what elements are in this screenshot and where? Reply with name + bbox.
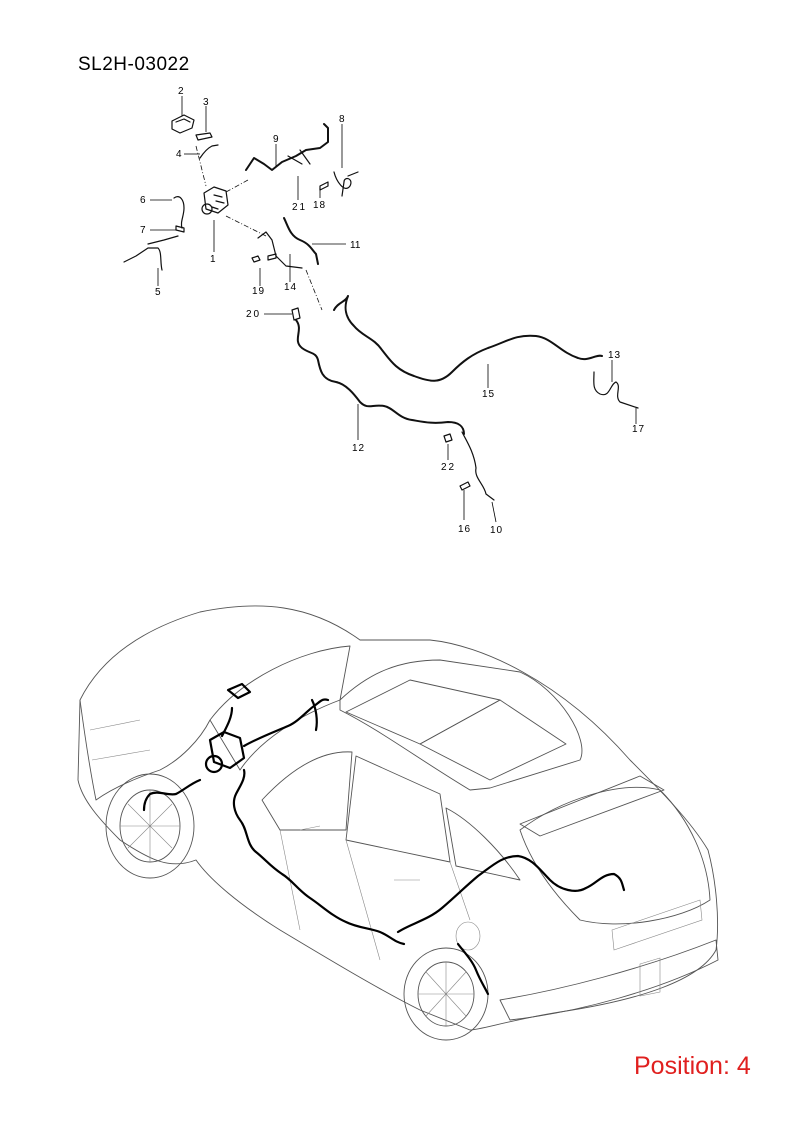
car-rear-quarter-window xyxy=(445,807,521,881)
part-10-harness xyxy=(461,431,495,501)
car-side-window-front xyxy=(261,751,353,831)
exploded-parts xyxy=(123,114,639,501)
part-19-clip xyxy=(251,253,277,263)
callout-10: 10 xyxy=(490,525,503,536)
assembly-lines xyxy=(195,145,323,311)
callout-11: 11 xyxy=(350,240,361,251)
callout-20: 20 xyxy=(246,309,261,320)
part-15-harness xyxy=(333,295,603,382)
callout-7: 7 xyxy=(140,225,146,236)
callout-16: 16 xyxy=(458,524,471,535)
car-roof xyxy=(339,659,583,791)
position-label: Position: 4 xyxy=(634,1052,751,1080)
callout-18: 18 xyxy=(313,200,326,211)
car-sunroof-rear xyxy=(419,699,567,781)
part-3-bracket xyxy=(195,132,213,141)
rear-wheel xyxy=(403,947,489,1041)
callout-5: 5 xyxy=(155,287,161,298)
diagram-code: SL2H-03022 xyxy=(78,54,190,75)
car-sunroof-front xyxy=(345,679,501,745)
part-6-harness xyxy=(173,196,185,229)
vehicle-harness xyxy=(142,682,626,996)
callout-3: 3 xyxy=(203,97,209,108)
callout-4: 4 xyxy=(176,149,182,160)
callout-9: 9 xyxy=(273,134,279,145)
callout-8: 8 xyxy=(339,114,345,125)
callout-labels: 2 3 4 1 6 7 5 8 9 21 18 11 19 14 20 12 1… xyxy=(140,86,645,536)
callout-12: 12 xyxy=(352,443,365,454)
part-14-harness xyxy=(257,231,303,269)
part-13-harness xyxy=(593,371,639,409)
leader-lines xyxy=(150,96,637,523)
part-22-grommet xyxy=(443,433,453,443)
callout-15: 15 xyxy=(482,389,495,400)
callout-6: 6 xyxy=(140,195,146,206)
part-11-harness xyxy=(283,217,319,265)
callout-2: 2 xyxy=(178,86,184,97)
part-12-harness xyxy=(295,319,465,435)
car-side-window-rear xyxy=(345,755,451,863)
callout-21: 21 xyxy=(292,202,307,213)
part-2-module xyxy=(171,114,195,134)
car-windshield xyxy=(209,645,351,771)
car-rear-bumper xyxy=(499,939,719,1021)
part-9-harness xyxy=(245,123,329,171)
part-5-harness xyxy=(123,235,179,271)
car-rear-hatch xyxy=(519,786,711,925)
callout-22: 22 xyxy=(441,462,456,473)
part-18-clip xyxy=(319,171,359,191)
part-7-clip xyxy=(175,225,185,233)
part-1-abs-unit xyxy=(201,186,229,215)
part-20-clip xyxy=(291,307,301,321)
callout-19: 19 xyxy=(252,286,265,297)
front-wheel xyxy=(105,773,195,879)
callout-13: 13 xyxy=(608,350,621,361)
part-8-harness xyxy=(333,171,352,197)
car-body-outline xyxy=(77,605,719,1031)
vehicle-illustration xyxy=(77,605,719,1041)
car-spoiler xyxy=(519,775,665,837)
part-4-harness xyxy=(199,144,219,159)
callout-1: 1 xyxy=(210,254,216,265)
car-front-fascia xyxy=(79,699,211,801)
callout-14: 14 xyxy=(284,282,297,293)
callout-17: 17 xyxy=(632,424,645,435)
part-16-clip xyxy=(459,481,471,491)
